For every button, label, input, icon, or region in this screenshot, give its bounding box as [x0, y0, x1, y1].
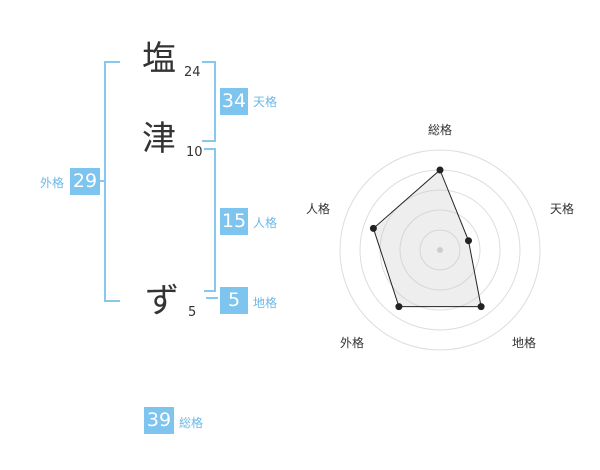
radar-axis-label-gaik: 外格: [340, 335, 364, 350]
radar-point-1: [436, 166, 444, 174]
radar-axis-label-jink: 人格: [306, 201, 330, 216]
name-char-3: ず: [145, 281, 179, 321]
radar-point-5: [369, 224, 377, 232]
radar-axis-label-souk: 総格: [428, 122, 452, 137]
jinkaku-label: 人格: [253, 216, 278, 230]
radar-area: [372, 169, 482, 308]
jinkaku-badge: 15: [220, 208, 248, 235]
soukaku-badge: 39: [144, 407, 174, 434]
chikaku-badge: 5: [220, 287, 248, 314]
tenkaku-label: 天格: [253, 95, 278, 109]
outer-connector: [98, 180, 104, 182]
gaikaku-label: 外格: [40, 176, 65, 190]
gaikaku-badge: 29: [70, 168, 100, 195]
chikaku-connector: [206, 297, 218, 299]
name-char-1: 塩: [142, 39, 176, 79]
name-char-1-strokes: 24: [184, 65, 201, 80]
radar-center: [437, 247, 443, 253]
name-char-2-strokes: 10: [186, 145, 203, 160]
chikaku-label: 地格: [253, 296, 278, 310]
tenkaku-badge: 34: [220, 88, 248, 115]
radar-point-3: [477, 303, 485, 311]
radar-ring: [399, 209, 481, 291]
name-char-3-strokes: 5: [188, 305, 197, 320]
jinkaku-bracket: [204, 148, 216, 292]
radar-axis-label-tenk: 天格: [550, 201, 574, 216]
name-char-2: 津: [142, 119, 176, 159]
outer-bracket: [104, 61, 120, 302]
radar-point-4: [395, 303, 403, 311]
soukaku-label: 総格: [179, 416, 204, 430]
tenkaku-bracket: [202, 61, 216, 142]
radar-ring: [419, 229, 461, 271]
radar-axis-label-chik: 地格: [512, 335, 536, 350]
radar-point-2: [465, 237, 472, 245]
